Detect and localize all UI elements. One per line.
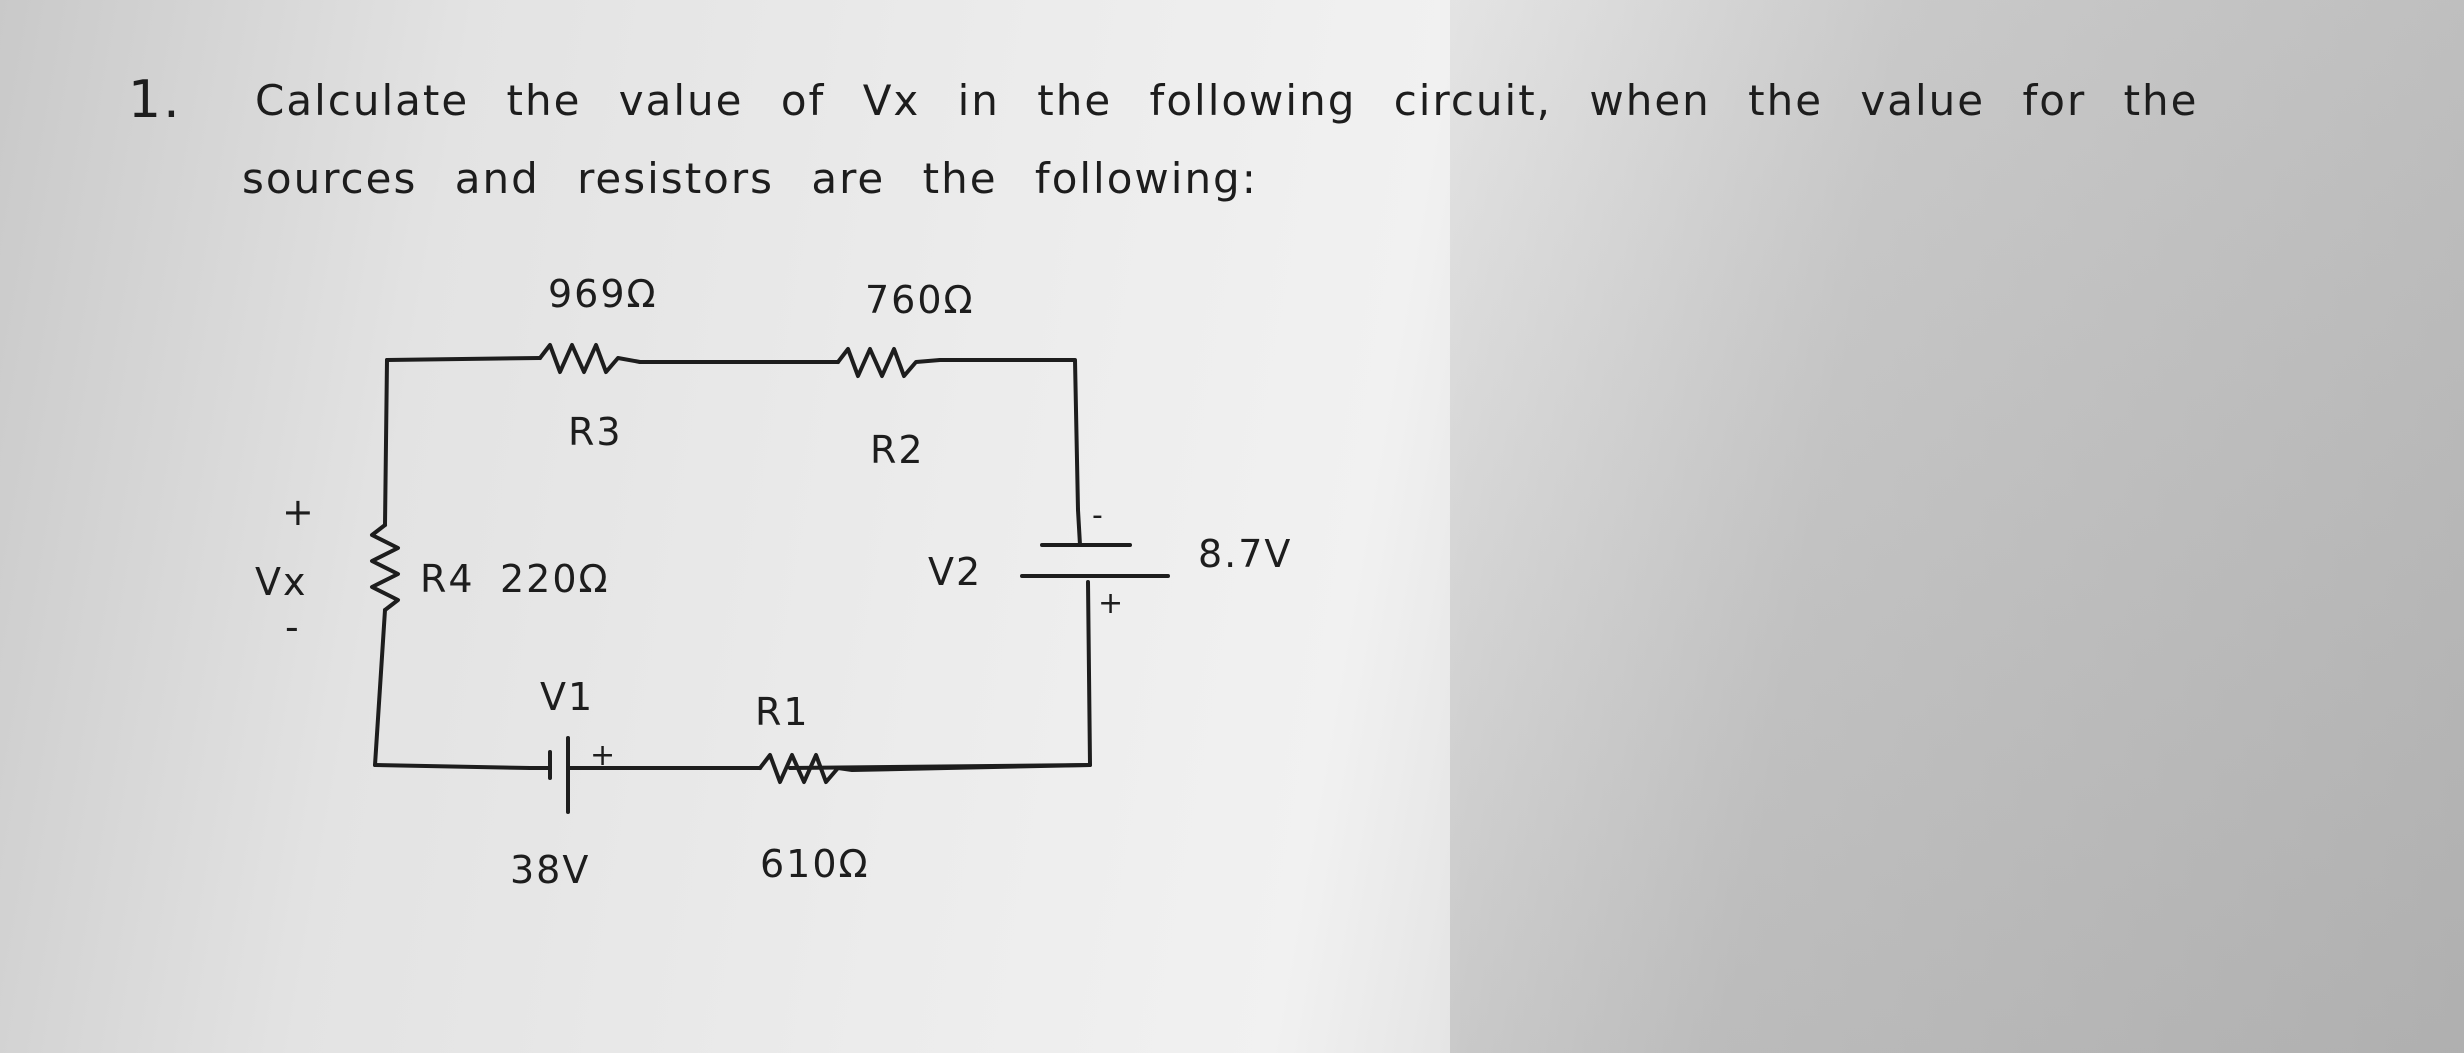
wire-left-upper (383, 358, 389, 527)
r3-value: 969Ω (548, 272, 658, 316)
wire-bottom-left (373, 763, 532, 770)
r2-value: 760Ω (865, 278, 975, 322)
question-text-line-1: Calculate the value of Vx in the followi… (255, 76, 2199, 125)
v2-minus: - (1092, 498, 1105, 533)
vx-minus: - (285, 605, 301, 649)
vx-plus: + (282, 490, 316, 534)
r3-label: R3 (568, 410, 623, 454)
resistor-r1-symbol (758, 753, 1092, 784)
v1-label: V1 (540, 675, 595, 719)
resistor-r2-symbol (836, 347, 942, 378)
wire-left-lower (373, 608, 387, 767)
v2-value: 8.7V (1198, 532, 1293, 576)
resistor-r3-symbol (538, 343, 642, 374)
v1-plus: + (590, 738, 618, 773)
v2-plus: + (1098, 586, 1126, 621)
v1-value: 38V (510, 848, 591, 892)
resistor-r4-symbol (370, 523, 400, 612)
r1-value: 610Ω (760, 842, 870, 886)
r2-label: R2 (870, 428, 925, 472)
paper-shadow (1450, 0, 2464, 1053)
vx-label: Vx (255, 560, 308, 604)
question-number: 1. (128, 70, 182, 130)
r4-label: R4 (420, 557, 475, 601)
wire-right-lower (788, 580, 1092, 770)
r1-label: R1 (755, 690, 810, 734)
v2-label: V2 (928, 550, 983, 594)
wire-right-upper (1076, 508, 1082, 547)
question-text-line-2: sources and resistors are the following: (242, 154, 1258, 203)
r4-value: 220Ω (500, 557, 610, 601)
wire-top-right (938, 358, 1080, 512)
wire-top-left (385, 356, 542, 362)
